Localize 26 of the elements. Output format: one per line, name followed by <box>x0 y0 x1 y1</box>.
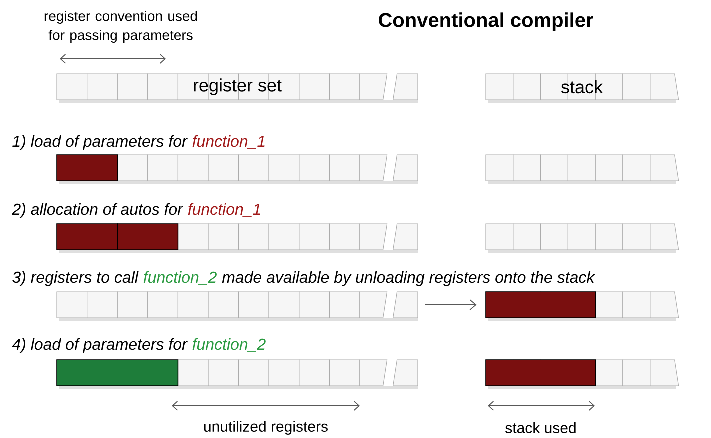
function-name: function_1 <box>188 203 260 217</box>
annotation-text: stack used <box>506 422 576 434</box>
function-name: function_1 <box>192 135 265 149</box>
function-name: function_2 <box>192 338 266 352</box>
annotation-text: register convention used for passing parameters <box>44 10 198 44</box>
stack-bar <box>486 154 680 184</box>
step-caption: 4) load of parameters for <box>12 338 188 354</box>
annotation-text: unutilized registers <box>204 421 328 435</box>
register-bar <box>56 224 418 253</box>
step-caption: 2) allocation of autos for <box>12 203 184 218</box>
function-name: function_2 <box>144 271 217 285</box>
stack-bar: stack <box>486 74 680 103</box>
register-bar: register set <box>56 74 418 103</box>
step-caption: 1) load of parameters for <box>12 135 188 150</box>
node-label: stack <box>562 80 604 94</box>
stack-bar <box>486 292 680 321</box>
step-caption: 3) registers to call <box>12 271 139 286</box>
register-bar <box>56 360 418 389</box>
register-bar <box>56 292 418 321</box>
node-label: register set <box>194 78 282 96</box>
title: Conventional compiler <box>379 12 594 32</box>
stack-bar <box>486 224 680 253</box>
step-caption: made available by unloading registers onto the stack <box>222 271 596 286</box>
arrow <box>424 300 477 310</box>
register-bar <box>56 154 418 184</box>
stack-bar <box>486 360 680 389</box>
